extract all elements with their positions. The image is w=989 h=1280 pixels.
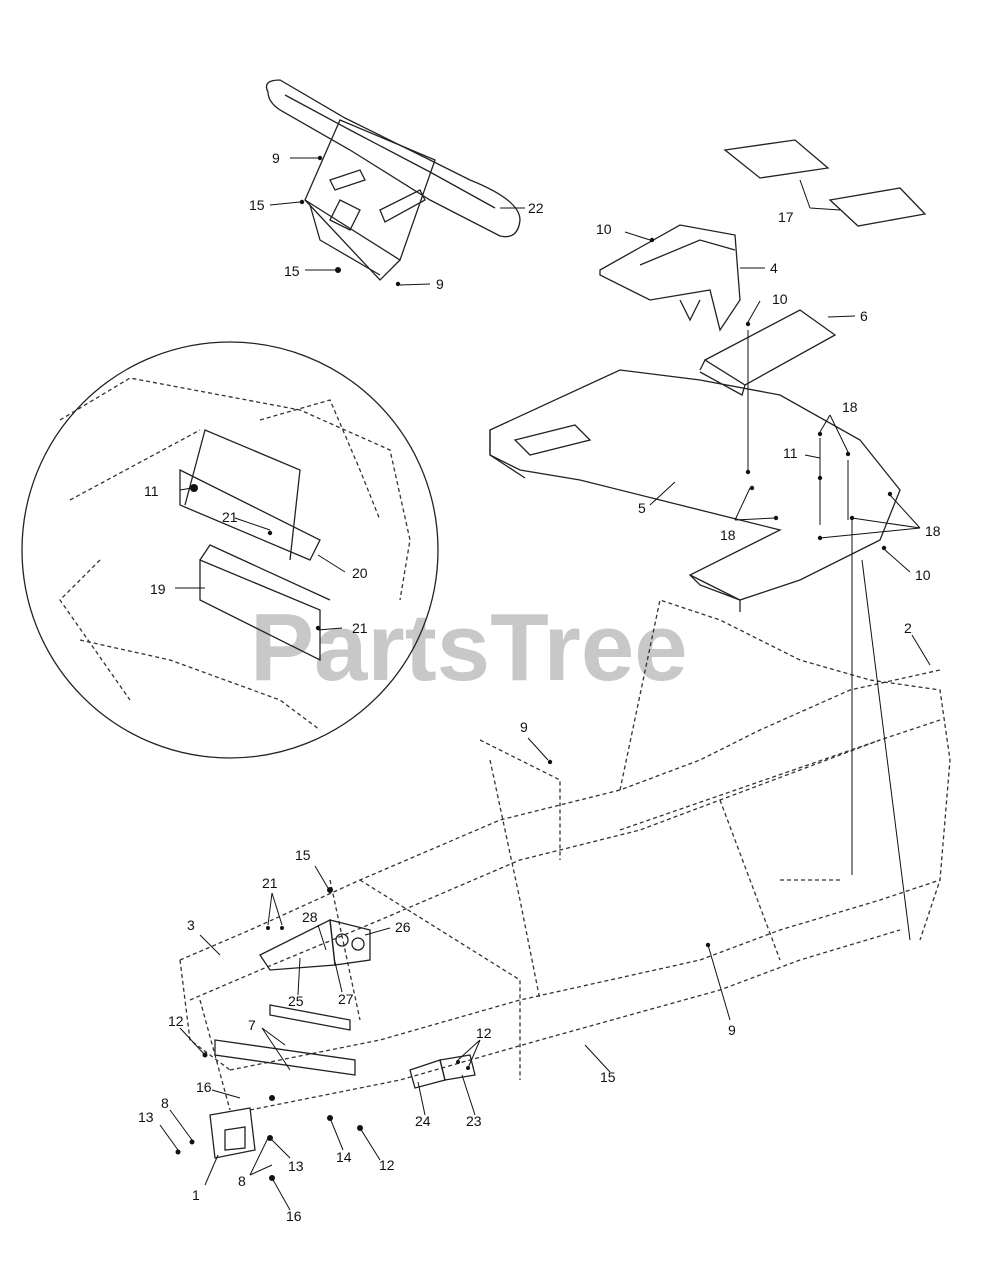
callout-16: 16: [196, 1079, 212, 1095]
callout-leaders: [159, 157, 931, 1211]
callout-15: 15: [249, 197, 265, 213]
callout-13: 13: [288, 1158, 304, 1174]
callout-15: 15: [600, 1069, 616, 1085]
callout-22: 22: [528, 200, 544, 216]
callout-10: 10: [772, 291, 788, 307]
callout-8: 8: [161, 1095, 169, 1111]
callout-16: 16: [286, 1208, 302, 1224]
callout-12: 12: [476, 1025, 492, 1041]
side-brackets: [409, 1054, 476, 1089]
floor-pan: [489, 369, 901, 612]
decals: [723, 139, 927, 227]
callout-11: 11: [144, 483, 159, 499]
callout-18: 18: [925, 523, 941, 539]
callout-9: 9: [436, 276, 444, 292]
callout-6: 6: [860, 308, 868, 324]
callout-3: 3: [187, 917, 195, 933]
callout-9: 9: [728, 1022, 736, 1038]
fasteners: [175, 155, 893, 1181]
callout-labels: 9 15 15 9 22 10 4 10 6 17 18 11 18 18 10…: [138, 150, 941, 1224]
callout-9: 9: [272, 150, 280, 166]
callout-18: 18: [720, 527, 736, 543]
callout-21: 21: [222, 509, 238, 525]
callout-8: 8: [238, 1173, 246, 1189]
callout-4: 4: [770, 260, 778, 276]
callout-11: 11: [783, 445, 798, 461]
callout-9: 9: [520, 719, 528, 735]
callout-5: 5: [638, 500, 646, 516]
callout-12: 12: [379, 1157, 395, 1173]
cross-member: [214, 1004, 356, 1076]
bracket-set: [259, 919, 371, 971]
callout-1: 1: [192, 1187, 200, 1203]
callout-15: 15: [284, 263, 300, 279]
callout-21: 21: [262, 875, 278, 891]
hitch: [209, 1107, 256, 1159]
callout-25: 25: [288, 993, 304, 1009]
callout-2: 2: [904, 620, 912, 636]
callout-18: 18: [842, 399, 858, 415]
cover-plate: [699, 309, 837, 396]
callout-12: 12: [168, 1013, 184, 1029]
callout-23: 23: [466, 1113, 482, 1129]
inset-detail: [21, 341, 439, 759]
callout-28: 28: [302, 909, 318, 925]
callout-7: 7: [248, 1017, 256, 1033]
front-bumper: [265, 79, 521, 281]
callout-24: 24: [415, 1113, 431, 1129]
leader-lines: [747, 330, 911, 941]
watermark: PartsTree: [250, 594, 688, 701]
callout-10: 10: [596, 221, 612, 237]
callout-10: 10: [915, 567, 931, 583]
callout-19: 19: [150, 581, 166, 597]
control-bracket: [599, 224, 741, 332]
callout-20: 20: [352, 565, 368, 581]
callout-15: 15: [295, 847, 311, 863]
callout-27: 27: [338, 991, 354, 1007]
main-frame: [179, 599, 951, 1111]
callout-13: 13: [138, 1109, 154, 1125]
callout-21: 21: [352, 620, 368, 636]
callout-14: 14: [336, 1149, 352, 1165]
callout-26: 26: [395, 919, 411, 935]
callout-17: 17: [778, 209, 794, 225]
